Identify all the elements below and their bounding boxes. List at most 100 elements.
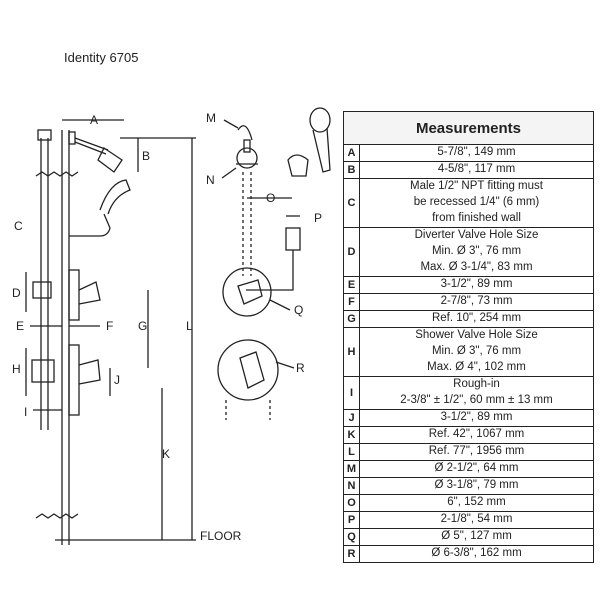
row-value-line: 5-7/8", 149 mm	[437, 146, 516, 159]
label-Q: Q	[294, 303, 303, 317]
row-letter: Q	[343, 528, 360, 546]
diverter-valve-body	[32, 281, 52, 299]
label-R: R	[296, 361, 305, 375]
page-title: Identity 6705	[64, 50, 139, 65]
row-value: 3-1/2", 89 mm	[359, 276, 594, 294]
row-value-line: from finished wall	[432, 211, 521, 224]
label-L: L	[186, 319, 193, 333]
row-value: Ref. 77", 1956 mm	[359, 443, 594, 461]
label-M: M	[206, 111, 216, 125]
row-value: 6", 152 mm	[359, 494, 594, 512]
row-value-line: 2-3/8" ± 1/2", 60 mm ± 13 mm	[400, 394, 553, 406]
front-hand-shower-handle	[312, 127, 331, 173]
front-diverter-trim	[222, 267, 272, 317]
row-value-line: Diverter Valve Hole Size	[414, 229, 539, 242]
table-row: A 5-7/8", 149 mm	[343, 144, 594, 162]
diverter-handle-side	[78, 281, 101, 305]
table-heading: Measurements	[343, 111, 594, 145]
front-shower-trim	[217, 339, 279, 401]
pipe-elbow-top	[37, 129, 52, 141]
row-letter: A	[343, 144, 360, 162]
front-holder-P	[285, 227, 301, 251]
measurements-table: Measurements A 5-7/8", 149 mm B 4-5/8", 117…	[343, 111, 594, 563]
shower-trim-side	[68, 344, 80, 416]
front-arm-M	[237, 125, 253, 141]
row-value-line: Max. Ø 3-1/4", 83 mm	[420, 260, 533, 273]
shower-head-side	[97, 147, 123, 173]
row-letter: B	[343, 161, 360, 179]
dim-M-leader	[223, 119, 239, 129]
row-value-line: Ø 3-1/8", 79 mm	[434, 479, 519, 492]
table-row: G Ref. 10", 254 mm	[343, 310, 594, 328]
label-O: O	[266, 191, 275, 205]
label-E: E	[16, 319, 24, 333]
row-letter: P	[343, 511, 360, 529]
label-G: G	[138, 319, 147, 333]
dim-R-leader	[275, 361, 295, 369]
label-P: P	[314, 211, 322, 225]
front-arm-stem	[243, 139, 251, 153]
row-letter: D	[343, 227, 360, 277]
row-value-line: Ø 5", 127 mm	[441, 530, 512, 543]
row-value-line: Min. Ø 3", 76 mm	[431, 345, 522, 358]
label-J: J	[114, 373, 120, 387]
table-row: B 4-5/8", 117 mm	[343, 161, 594, 179]
row-value: Rough-in 2-3/8" ± 1/2", 60 mm ± 13 mm	[359, 376, 594, 410]
front-hose	[246, 250, 294, 291]
table-row: K Ref. 42", 1067 mm	[343, 426, 594, 444]
label-I: I	[24, 405, 27, 419]
row-value-line: Min. Ø 3", 76 mm	[431, 245, 522, 258]
row-letter: R	[343, 545, 360, 563]
row-value-line: 4-5/8", 117 mm	[437, 163, 516, 176]
row-value-line: Rough-in	[453, 378, 500, 391]
break-mark-bottom	[35, 513, 79, 519]
diverter-trim-side	[68, 269, 80, 321]
row-value-line: Ref. 77", 1956 mm	[428, 445, 525, 458]
shower-valve-body	[31, 359, 55, 383]
row-letter: G	[343, 310, 360, 328]
row-value: 2-7/8", 73 mm	[359, 293, 594, 311]
table-row: O 6", 152 mm	[343, 494, 594, 512]
label-K: K	[162, 447, 170, 461]
label-F: F	[106, 319, 113, 333]
hand-shower-hose-holder	[69, 213, 111, 237]
row-value-line: 3-1/2", 89 mm	[440, 411, 513, 424]
row-value-line: 3-1/2", 89 mm	[440, 278, 513, 291]
table-row: J 3-1/2", 89 mm	[343, 409, 594, 427]
row-letter: L	[343, 443, 360, 461]
front-hand-shower-head	[309, 107, 331, 133]
row-letter: H	[343, 327, 360, 377]
label-A: A	[90, 113, 98, 127]
row-value-line: Shower Valve Hole Size	[415, 329, 538, 342]
row-value-line: be recessed 1/4" (6 mm)	[413, 196, 540, 209]
row-value-line: 6", 152 mm	[447, 496, 506, 509]
label-N: N	[206, 173, 215, 187]
row-value-line: Ø 2-1/2", 64 mm	[434, 462, 519, 475]
row-letter: K	[343, 426, 360, 444]
row-letter: J	[343, 409, 360, 427]
row-value: Ø 6-3/8", 162 mm	[359, 545, 594, 563]
dim-Q-leader	[269, 299, 291, 311]
row-value: Ø 5", 127 mm	[359, 528, 594, 546]
row-value: Ref. 42", 1067 mm	[359, 426, 594, 444]
hand-shower-side	[99, 179, 131, 215]
row-value: 3-1/2", 89 mm	[359, 409, 594, 427]
row-value-line: Ref. 42", 1067 mm	[428, 428, 525, 441]
label-D: D	[12, 286, 21, 300]
row-value-line: Male 1/2" NPT fitting must	[410, 180, 543, 193]
row-letter: F	[343, 293, 360, 311]
row-value-line: Max. Ø 4", 102 mm	[427, 360, 526, 373]
row-value-line: Ref. 10", 254 mm	[431, 312, 522, 325]
row-value: Ø 3-1/8", 79 mm	[359, 477, 594, 495]
row-letter: O	[343, 494, 360, 512]
installation-diagram: A B C D E F G H I J K L M N O P Q R FLOO…	[12, 107, 331, 545]
